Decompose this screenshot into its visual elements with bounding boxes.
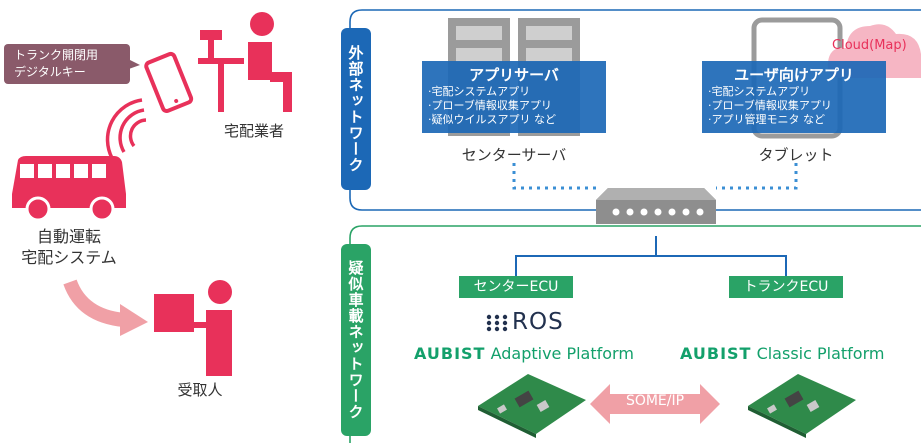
bubble-pointer [126,58,140,70]
adaptive-ecu-board-icon [478,374,586,438]
classic-ecu-board-icon [748,374,856,438]
adaptive-platform-name: Adaptive Platform [490,344,634,363]
user-app-item: ·プローブ情報収集アプリ [708,99,832,112]
courier-label: 宅配業者 [223,122,284,140]
app-server-item: ·疑似ウイルスアプリ など [428,113,556,126]
center-ecu-label: センターECU [459,276,573,298]
vehicle-label: 自動運転 宅配システム [14,226,124,268]
ros-logo-icon [486,314,508,332]
user-app-item: ·宅配システムアプリ [708,85,811,98]
app-server-title: アプリサーバ [469,66,559,84]
courier-person-icon [198,12,292,112]
key-bubble-line-1: トランク開閉用 [14,48,99,62]
adaptive-platform-brand: AUBIST [414,344,486,363]
adaptive-platform-label: AUBIST Adaptive Platform [414,344,634,363]
app-server-item: ·プローブ情報収集アプリ [428,99,552,112]
some-ip-label: SOME/IP [625,393,685,409]
some-ip-arrow-icon [590,384,720,424]
recipient-person-icon [154,280,232,376]
vehicle-network-label: 疑似車載ネットワーク [341,244,371,436]
digital-key-bubble: トランク開閉用 デジタルキー [4,44,130,84]
app-server-item: ·宅配システムアプリ [428,85,531,98]
vehicle-label-line-1: 自動運転 [36,227,101,246]
tablet-label: タブレット [758,146,834,164]
wireless-signal-icon [105,98,147,159]
key-bubble-line-2: デジタルキー [14,65,86,79]
user-app-title: ユーザ向けアプリ [734,66,854,84]
cloud-map-label: Cloud(Map) [832,38,907,53]
recipient-label: 受取人 [177,381,223,399]
user-app-panel: ユーザ向けアプリ ·宅配システムアプリ ·プローブ情報収集アプリ ·アプリ管理モ… [702,61,886,133]
ros-label: ROS [512,309,564,335]
classic-platform-name: Classic Platform [756,344,885,363]
external-network-label: 外部ネットワーク [341,28,371,190]
smartphone-icon [144,51,194,113]
vehicle-label-line-2: 宅配システム [21,248,117,267]
trunk-ecu-label: トランクECU [729,276,843,298]
center-server-label: センターサーバ [461,146,567,164]
network-switch-icon [596,188,716,224]
delivery-arrow-icon [63,279,148,336]
delivery-vehicle-icon [12,156,126,222]
classic-platform-label: AUBIST Classic Platform [680,344,884,363]
app-server-panel: アプリサーバ ·宅配システムアプリ ·プローブ情報収集アプリ ·疑似ウイルスアプ… [422,61,606,133]
user-app-item: ·アプリ管理モニタ など [708,113,825,126]
classic-platform-brand: AUBIST [680,344,752,363]
